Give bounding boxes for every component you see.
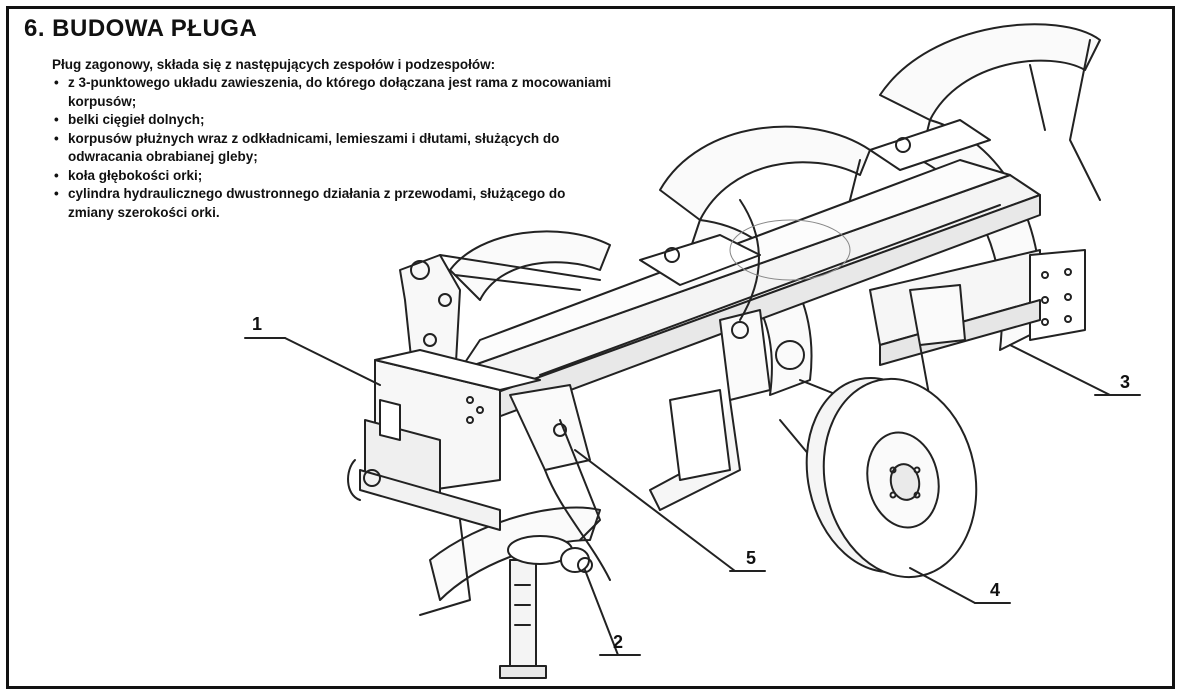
support-stand xyxy=(499,535,593,679)
component-item: korpusów płużnych wraz z odkładnicami, l… xyxy=(52,130,612,167)
component-item: belki cięgieł dolnych; xyxy=(52,111,612,130)
hydraulic-cylinder xyxy=(729,199,851,321)
depth-wheel xyxy=(779,376,978,579)
section-heading: 6. BUDOWA PŁUGA xyxy=(24,15,258,42)
component-item: cylindra hydraulicznego dwustronnego dzi… xyxy=(52,185,612,222)
component-item: z 3-punktowego układu zawieszenia, do kt… xyxy=(52,74,612,111)
component-item: koła głębokości orki; xyxy=(52,167,612,186)
front-plough-body xyxy=(509,384,611,581)
callout-1: 1 xyxy=(252,314,263,334)
intro-text: Pług zagonowy, składa się z następującyc… xyxy=(52,57,496,72)
callout-5: 5 xyxy=(746,548,757,568)
callout-3: 3 xyxy=(1120,372,1131,392)
callout-leaders xyxy=(244,337,1141,656)
callout-4: 4 xyxy=(990,580,1001,600)
component-list: z 3-punktowego układu zawieszenia, do kt… xyxy=(52,74,612,222)
middle-plough-body xyxy=(649,309,805,511)
callout-2: 2 xyxy=(613,632,624,652)
lower-link-beam xyxy=(347,459,501,531)
